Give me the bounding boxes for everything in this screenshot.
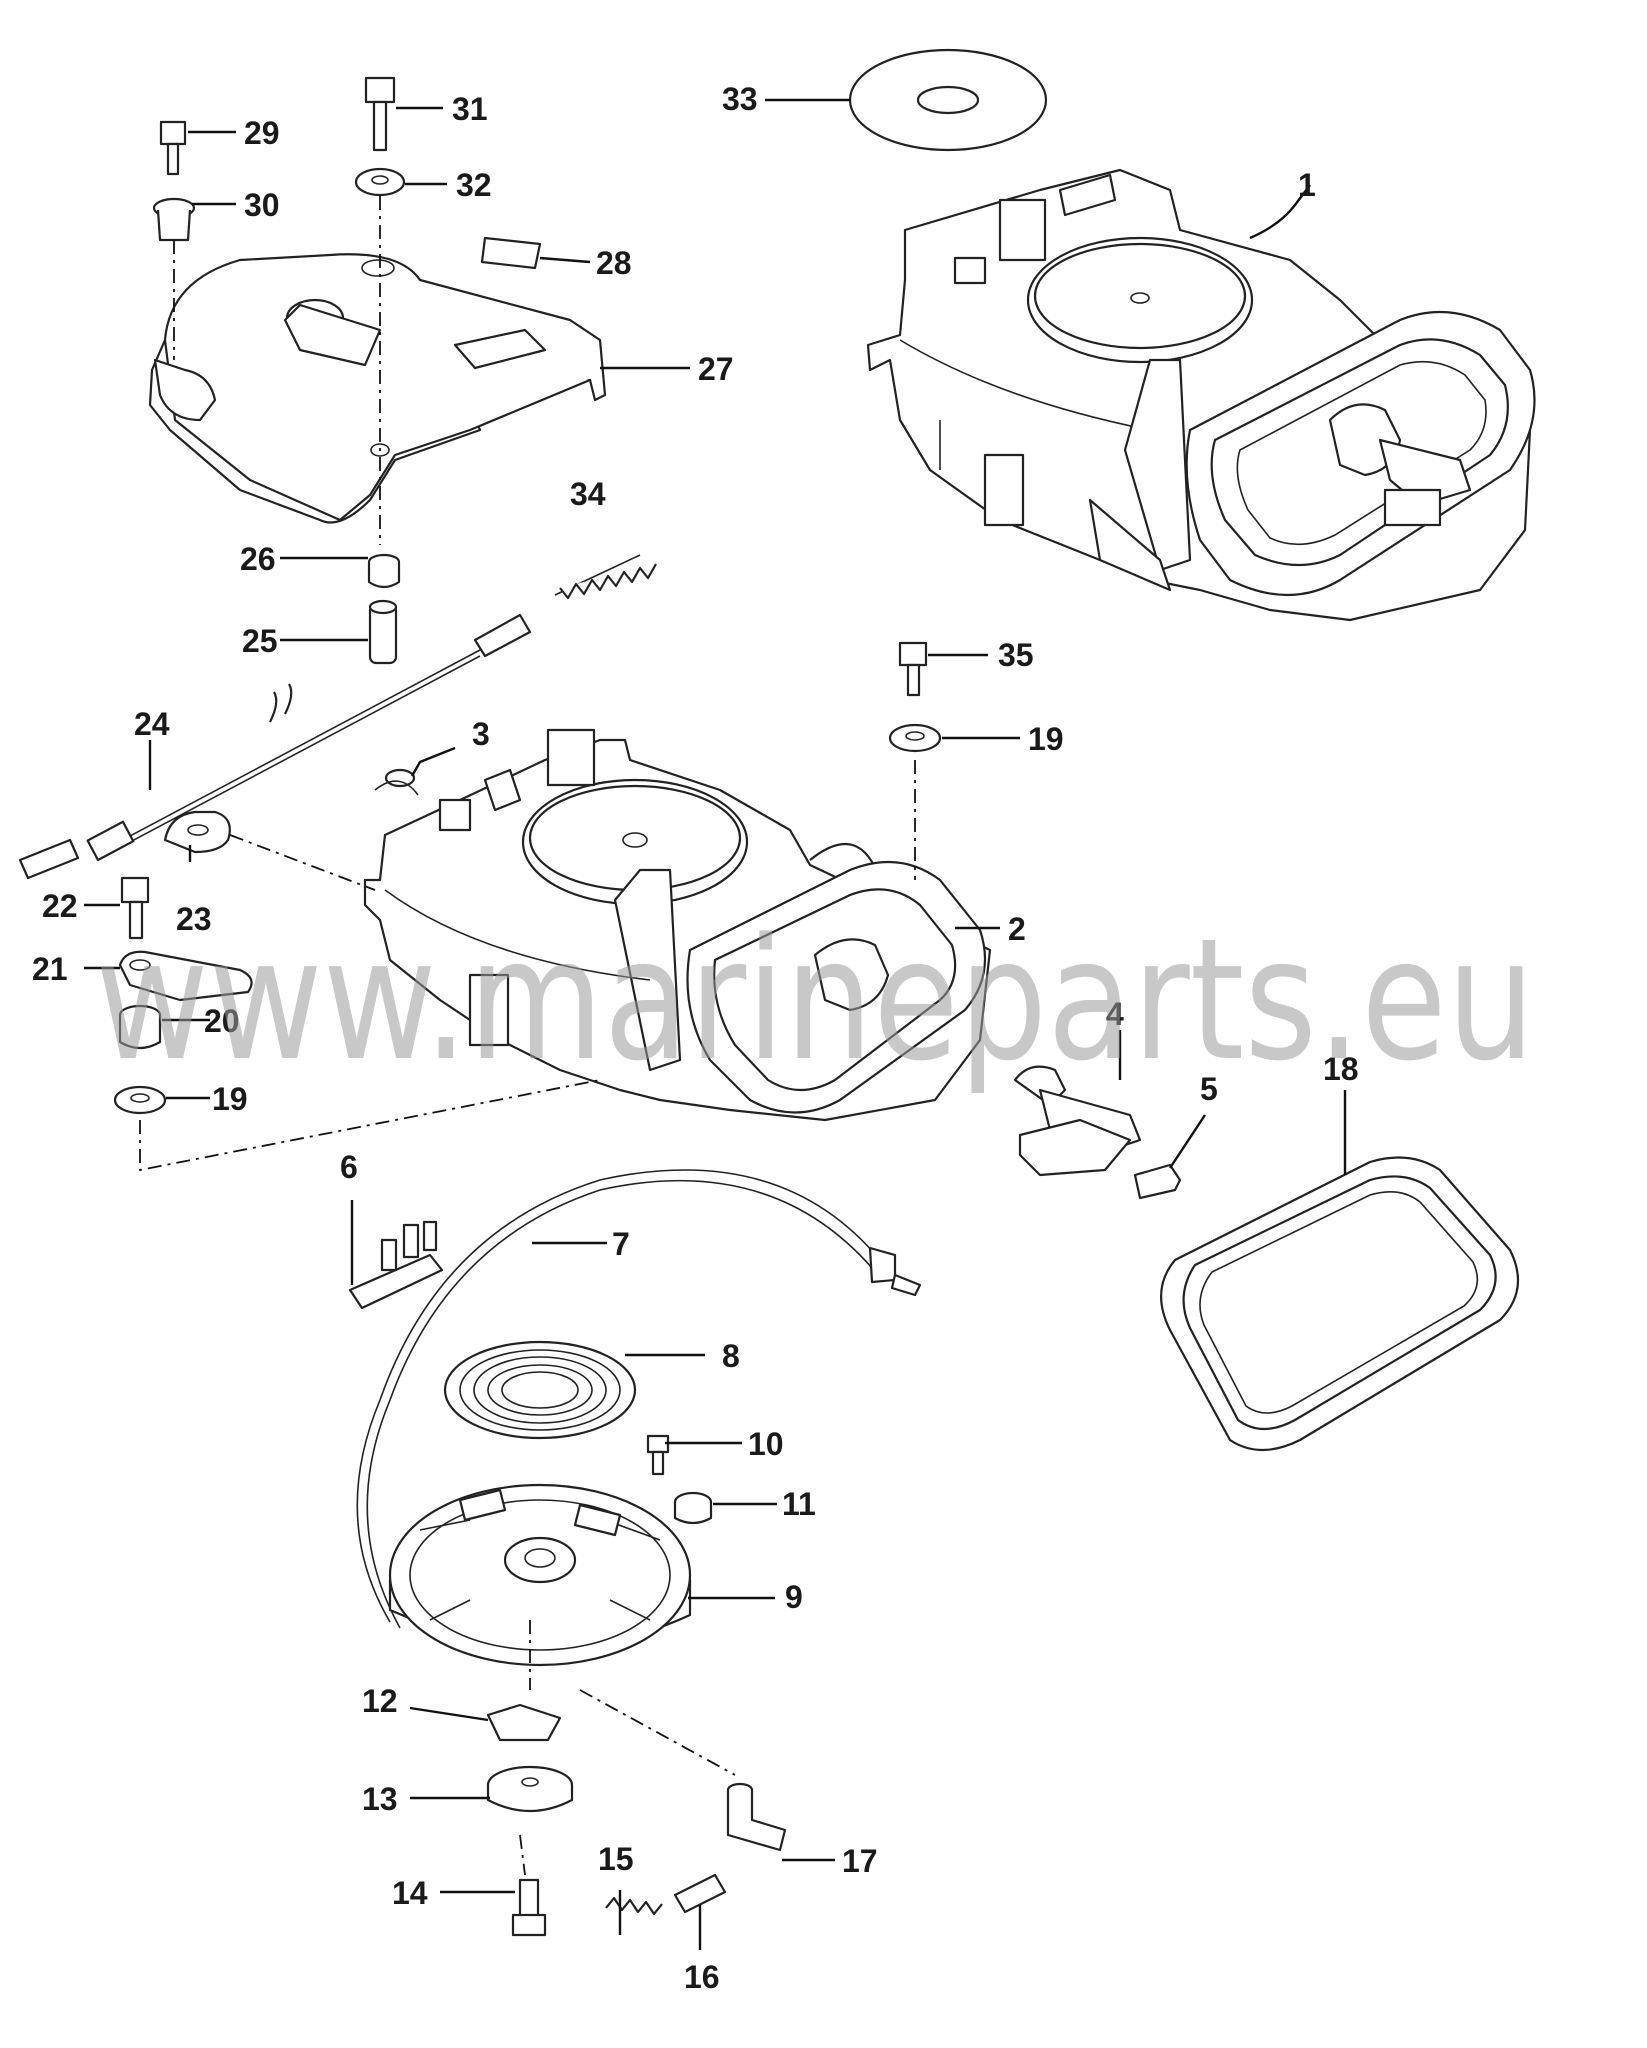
callout-7: 7 (612, 1226, 630, 1262)
callout-20: 20 (204, 1003, 240, 1039)
part-6-bracket (348, 1220, 444, 1310)
callout-27: 27 (698, 351, 734, 387)
part-18-gasket (1160, 1156, 1520, 1451)
part-15-spring (605, 1896, 663, 1916)
part-1-housing-assembly (866, 168, 1536, 622)
callout-29: 29 (244, 115, 280, 151)
callout-25: 25 (242, 623, 278, 659)
callout-32: 32 (456, 167, 492, 203)
part-5-clip (1133, 1163, 1182, 1200)
part-19-grommet-upper (888, 723, 942, 753)
callout-9: 9 (785, 1579, 803, 1615)
part-22-screw (120, 876, 150, 940)
callout-26: 26 (240, 541, 276, 577)
callout-4: 4 (1106, 996, 1124, 1032)
part-7-rope (356, 1169, 922, 1629)
part-20-bushing (118, 1004, 162, 1050)
part-27-cover (148, 253, 607, 524)
part-32-grommet (354, 167, 406, 197)
part-33-disc (848, 48, 1048, 152)
callout-35: 35 (998, 637, 1034, 673)
assembly-dash-lines (139, 196, 916, 1876)
callout-23: 23 (176, 901, 212, 937)
callout-11: 11 (782, 1486, 816, 1522)
callout-22: 22 (42, 888, 78, 924)
callout-6: 6 (340, 1149, 358, 1185)
callout-30: 30 (244, 187, 280, 223)
callout-13: 13 (362, 1781, 398, 1817)
part-2-housing (363, 728, 992, 1122)
part-29-screw (159, 120, 187, 176)
callout-14: 14 (392, 1875, 428, 1911)
callout-10: 10 (748, 1426, 784, 1462)
callout-21: 21 (32, 951, 68, 987)
part-14-screw (511, 1878, 547, 1937)
callout-2: 2 (1008, 911, 1026, 947)
callout-18: 18 (1323, 1051, 1359, 1087)
part-16-pin (673, 1873, 727, 1914)
callout-3: 3 (472, 716, 490, 752)
part-25-sleeve (368, 599, 398, 665)
part-19-grommet-lower (113, 1085, 167, 1115)
part-26-spacer (367, 553, 401, 589)
callout-5: 5 (1200, 1071, 1218, 1107)
part-24-cable (18, 613, 532, 880)
part-9-pulley (388, 1483, 692, 1667)
callout-17: 17 (842, 1843, 878, 1879)
part-28-tag (480, 236, 542, 270)
watermark-text: www.marineparts.eu (95, 902, 1535, 1098)
callout-19-upper: 19 (1028, 721, 1064, 757)
part-35-screw (898, 641, 928, 697)
callout-8: 8 (722, 1338, 740, 1374)
part-12-pawl (486, 1703, 562, 1742)
part-4-handle (1013, 1065, 1142, 1177)
part-3-clip (374, 768, 419, 796)
part-31-screw (364, 76, 396, 152)
part-34-spring (554, 554, 657, 600)
callout-16: 16 (684, 1959, 720, 1995)
part-13-retainer (486, 1765, 574, 1813)
part-11-nut (673, 1491, 713, 1525)
callout-15: 15 (598, 1841, 634, 1877)
callout-labels: 1 2 3 4 5 6 7 8 9 10 11 12 13 14 15 16 1… (32, 81, 1359, 1995)
part-30-bushing (152, 197, 196, 242)
part-23-plate (163, 810, 231, 854)
leader-lines (84, 98, 1347, 1950)
callout-24: 24 (134, 706, 170, 742)
callout-28: 28 (596, 245, 632, 281)
callout-1: 1 (1298, 167, 1316, 203)
part-21-lever (118, 950, 253, 1002)
callout-34: 34 (570, 476, 606, 512)
callout-31: 31 (452, 91, 488, 127)
callout-19-lower: 19 (212, 1081, 248, 1117)
callout-33: 33 (722, 81, 758, 117)
part-10-screw (646, 1434, 670, 1476)
part-17-arm (726, 1782, 787, 1852)
part-8-spring (443, 1340, 637, 1440)
callout-12: 12 (362, 1683, 398, 1719)
